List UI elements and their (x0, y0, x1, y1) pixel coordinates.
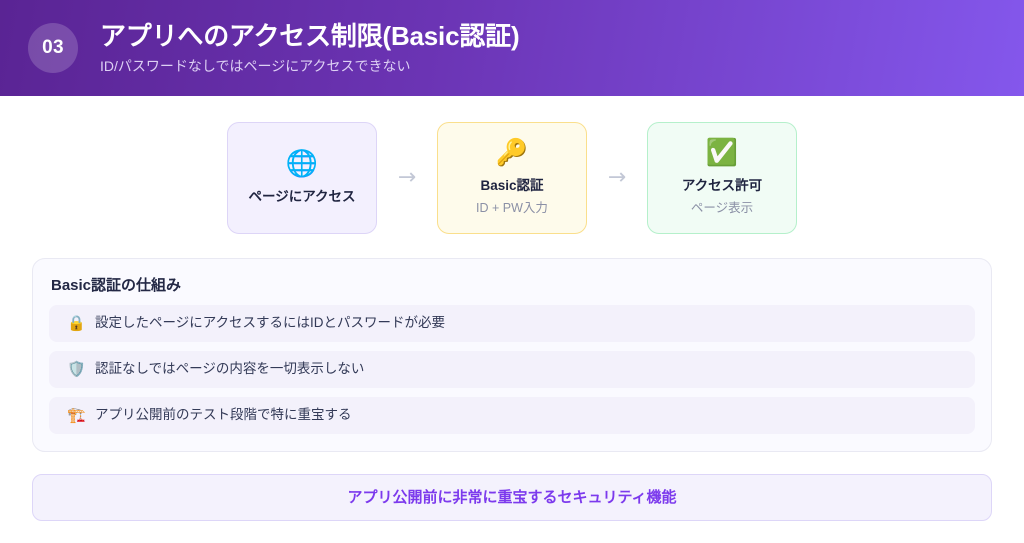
header-text-group: アプリへのアクセス制限(Basic認証) ID/パスワードなしではページにアクセ… (100, 20, 520, 75)
flow-arrow-1-icon: → (397, 165, 417, 190)
flow-step-sublabel: ID + PW入力 (476, 201, 548, 216)
flow-step-label: Basic認証 (480, 177, 544, 193)
flow-step-access-page: 🌐 ページにアクセス (227, 122, 377, 234)
footer-banner-text: アプリ公開前に非常に重宝するセキュリティ機能 (347, 488, 677, 506)
list-item-text: アプリ公開前のテスト段階で特に重宝する (95, 407, 352, 423)
flow-step-label: ページにアクセス (248, 188, 356, 204)
lock-icon: 🔒 (67, 314, 86, 332)
key-icon: 🔑 (495, 137, 529, 168)
page-title: アプリへのアクセス制限(Basic認証) (100, 20, 520, 51)
check-mark-button-icon: ✅ (705, 137, 739, 168)
page-subtitle: ID/パスワードなしではページにアクセスできない (100, 58, 411, 75)
flow-step-basic-auth: 🔑 Basic認証 ID + PW入力 (437, 122, 587, 234)
shield-icon: 🛡️ (67, 360, 86, 378)
flow-step-access-granted: ✅ アクセス許可 ページ表示 (647, 122, 797, 234)
flow-diagram: 🌐 ページにアクセス → 🔑 Basic認証 ID + PW入力 → ✅ アクセ… (0, 122, 1024, 234)
panel-heading: Basic認証の仕組み (51, 277, 182, 294)
list-item: 🏗️ アプリ公開前のテスト段階で特に重宝する (49, 397, 975, 434)
flow-arrow-2-icon: → (607, 165, 627, 190)
footer-banner: アプリ公開前に非常に重宝するセキュリティ機能 (32, 474, 992, 521)
flow-step-label: アクセス許可 (681, 177, 763, 193)
mechanism-list: 🔒 設定したページにアクセスするにはIDとパスワードが必要 🛡️ 認証なしではペ… (49, 305, 975, 434)
step-number-text: 03 (42, 37, 64, 58)
construction-icon: 🏗️ (67, 406, 86, 424)
list-item-text: 認証なしではページの内容を一切表示しない (95, 361, 365, 377)
slide-header: 03 アプリへのアクセス制限(Basic認証) ID/パスワードなしではページに… (0, 0, 1024, 96)
list-item-text: 設定したページにアクセスするにはIDとパスワードが必要 (95, 315, 446, 331)
globe-icon: 🌐 (285, 148, 319, 179)
list-item: 🔒 設定したページにアクセスするにはIDとパスワードが必要 (49, 305, 975, 342)
step-number-badge: 03 (28, 23, 78, 73)
list-item: 🛡️ 認証なしではページの内容を一切表示しない (49, 351, 975, 388)
flow-step-sublabel: ページ表示 (690, 201, 754, 216)
mechanism-panel: Basic認証の仕組み 🔒 設定したページにアクセスするにはIDとパスワードが必… (32, 258, 992, 452)
